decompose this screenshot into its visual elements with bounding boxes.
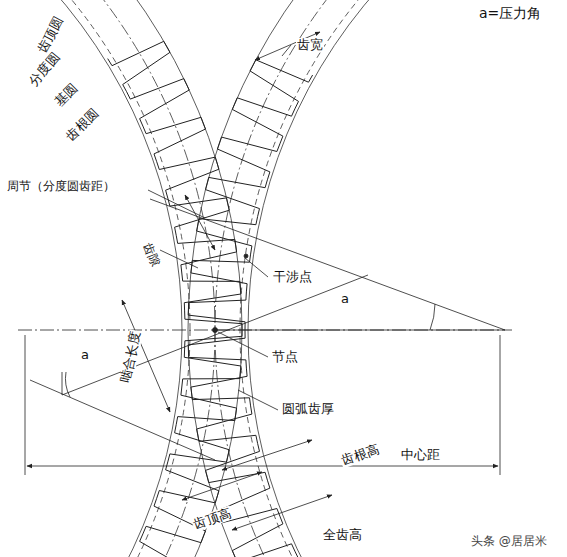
gear-tooth [176,387,236,425]
gear-tooth [188,292,246,330]
gear-tooth [250,551,313,557]
part-label: 齿根圆 [63,106,102,145]
gear-tooth [206,177,268,216]
part-label: 周节（分度圆齿距） [6,180,116,193]
gear-tooth [250,60,313,109]
part-label: 圆弧齿厚 [281,402,335,416]
gear-tooth [182,349,241,387]
part-label: 中心距 [400,448,441,462]
gear-tooth [191,368,251,406]
gear-tooth [182,273,241,311]
gear-tooth [108,41,170,91]
gear-tooth [127,79,190,127]
gear-tooth [232,516,295,557]
gear-tooth [127,534,190,557]
part-label: 齿根高 [339,441,382,468]
gear-tooth [143,117,206,161]
gear-tooth [232,98,295,144]
gear-tooth [206,443,268,482]
gear-tooth [191,254,251,292]
part-label: 全齿高 [322,528,363,542]
gear-tooth [157,462,219,503]
part-label: 节点 [271,350,299,364]
part-label: 分度圆 [26,49,63,90]
watermark: 头条 @居居米 [470,535,548,548]
gear-tooth [197,406,258,444]
part-label: 啮合长度 [118,329,143,385]
gear-tooth [217,137,280,180]
part-label: 基圆 [51,80,81,110]
part-label: a=压力角 [478,6,542,21]
part-label: 干涉点 [272,270,313,284]
gear-tooth [176,235,236,273]
part-label: a [80,348,90,362]
part-label: a [340,292,350,306]
part-label: 齿顶高 [191,505,234,532]
part-label: 齿隙 [140,240,162,269]
part-label: 齿宽 [296,38,324,52]
